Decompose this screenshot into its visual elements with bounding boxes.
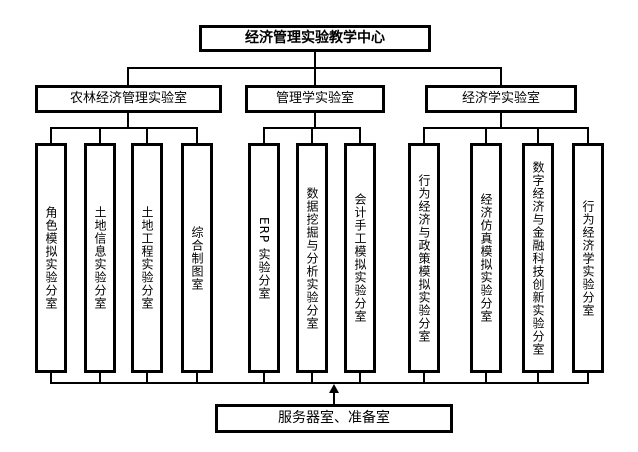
- connector-group3-stub: [500, 113, 502, 127]
- connector-group1-hline: [50, 127, 198, 129]
- server-room-box: 服务器室、准备室: [215, 404, 453, 433]
- connector-drop-group2: [314, 67, 316, 85]
- connector-bottom-stub-9: [485, 373, 487, 383]
- connector-bottom-stub-11: [587, 373, 589, 383]
- connector-group1-child1-drop: [50, 127, 52, 143]
- connector-drop-group1: [127, 67, 129, 85]
- connector-group1-child3-drop: [146, 127, 148, 143]
- connector-bottom-stub-3: [146, 373, 148, 383]
- subroom-box-land-engineering: 土地工程实验分室: [131, 143, 163, 373]
- subroom-box-land-information: 土地信息实验分室: [84, 143, 116, 373]
- connector-group1-child4-drop: [196, 127, 198, 143]
- connector-bottom-stub-5: [263, 373, 265, 383]
- connector-group2-child1-drop: [263, 127, 265, 143]
- connector-server-arrow-line: [333, 391, 335, 404]
- subroom-box-digital-economy-fintech: 数字经济与金融科技创新实验分室: [522, 143, 554, 373]
- connector-group2-child2-drop: [311, 127, 313, 143]
- connector-bottom-stub-2: [99, 373, 101, 383]
- subroom-box-data-mining: 数据挖掘与分析实验分室: [296, 143, 328, 373]
- connector-bottom-stub-1: [50, 373, 52, 383]
- connector-root-stub: [314, 52, 316, 67]
- up-arrow-icon: [329, 384, 339, 393]
- connector-bottom-stub-6: [311, 373, 313, 383]
- connector-group3-child4-drop: [587, 127, 589, 143]
- connector-group3-child2-drop: [485, 127, 487, 143]
- connector-group1-stub: [127, 113, 129, 127]
- connector-bottom-stub-8: [423, 373, 425, 383]
- connector-group2-child3-drop: [359, 127, 361, 143]
- subroom-box-behavioral-policy: 行为经济与政策模拟实验分室: [408, 143, 440, 373]
- connector-group1-child2-drop: [99, 127, 101, 143]
- connector-group3-hline: [423, 127, 589, 129]
- connector-bottom-stub-7: [359, 373, 361, 383]
- subroom-box-accounting-manual: 会计手工模拟实验分室: [344, 143, 376, 373]
- connector-bottom-stub-4: [196, 373, 198, 383]
- subroom-box-economic-simulation: 经济仿真模拟实验分室: [470, 143, 502, 373]
- root-node-box: 经济管理实验教学中心: [199, 25, 431, 52]
- group1-lab-box: 农林经济管理实验室: [35, 85, 222, 113]
- connector-group3-child1-drop: [423, 127, 425, 143]
- subroom-box-behavioral-economics: 行为经济学实验分室: [572, 143, 604, 373]
- connector-bottom-stub-10: [537, 373, 539, 383]
- subroom-box-erp: ERP 实验分室: [248, 143, 280, 373]
- subroom-box-role-simulation: 角色模拟实验分室: [35, 143, 67, 373]
- subroom-box-drafting-room: 综合制图室: [181, 143, 213, 373]
- connector-drop-group3: [500, 67, 502, 85]
- group3-lab-box: 经济学实验室: [425, 85, 577, 113]
- connector-group3-child3-drop: [537, 127, 539, 143]
- group2-lab-box: 管理学实验室: [245, 85, 385, 113]
- connector-group2-stub: [314, 113, 316, 127]
- connector-bottom-hline: [50, 382, 589, 384]
